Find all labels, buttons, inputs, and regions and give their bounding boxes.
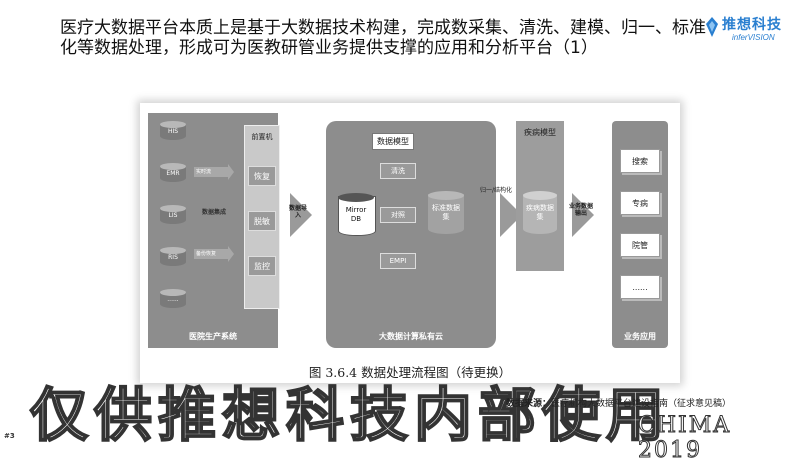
front-item-desensitize: 脱敏: [248, 211, 276, 231]
figure-caption: 图 3.6.4 数据处理流程图（待更换）: [308, 365, 512, 380]
logo-mark-icon: [706, 17, 718, 37]
import-arrow-label: 数据导入: [288, 205, 307, 219]
infervision-logo: 推想科技 inferVISION: [704, 14, 788, 48]
step-cleaning: 清洗: [380, 163, 416, 179]
model-title: 数据模型: [372, 133, 414, 150]
front-machine-label: 前置机: [251, 133, 273, 141]
db-his: HIS: [160, 121, 186, 141]
watermark: 仅供推想科技内部使用: [29, 380, 671, 450]
standard-dataset-label: 标准数据集: [432, 204, 460, 221]
db-label: ......: [167, 296, 179, 303]
arrow-backup-label: 备份恢复: [196, 251, 217, 257]
arrow-integration-label: 数据集成: [202, 209, 227, 216]
db-lis: LIS: [160, 205, 186, 225]
cloud-label: 大数据计算私有云: [379, 332, 443, 341]
front-item-monitor: 监控: [248, 256, 276, 276]
db-label: EMR: [166, 170, 180, 177]
app-management: 院管: [620, 233, 660, 257]
arrow-backup: 备份恢复: [194, 246, 234, 262]
source-label: 数据来源：: [506, 399, 552, 409]
normalize-arrow-label: 归一/结构化: [479, 187, 513, 194]
logo-subtext: inferVISION: [732, 33, 775, 42]
standard-dataset: 标准数据集: [428, 191, 464, 235]
disease-dataset-label: 疾病数据集: [526, 204, 554, 221]
step-empi: EMPI: [380, 253, 416, 269]
arrow-realtime-label: 实时流: [196, 169, 212, 175]
db-ris: RIS: [160, 247, 186, 267]
db-more: ......: [160, 289, 186, 309]
import-arrow: [290, 193, 312, 237]
source-note: 数据来源：医疗机构大数据平台建设指南（征求意见稿）: [506, 396, 731, 409]
hospital-system-label: 医院生产系统: [189, 332, 237, 341]
step-mapping: 对照: [380, 207, 416, 223]
app-disease: 专病: [620, 191, 660, 215]
conference-mark: CHIMA 2019: [638, 413, 732, 463]
db-label: RIS: [168, 254, 178, 261]
db-label: HIS: [167, 128, 179, 135]
app-search: 搜索: [620, 149, 660, 173]
mirror-db: Mirror DB: [338, 193, 376, 236]
db-emr: EMR: [160, 163, 186, 183]
flow-figure: 医院生产系统 HIS EMR LIS RIS ...... 实时流 数据集成 备…: [140, 103, 680, 383]
export-arrow-label: 业务数据输出: [568, 203, 593, 217]
mirror-db-label: Mirror DB: [345, 206, 367, 223]
logo-text: 推想科技: [722, 17, 782, 33]
front-machine: 前置机 恢复 脱敏 监控: [244, 125, 280, 309]
disease-dataset: 疾病数据集: [523, 191, 557, 235]
apps-label: 业务应用: [624, 332, 656, 341]
db-label: LIS: [168, 212, 178, 219]
page-number: #3: [4, 432, 15, 440]
arrow-realtime: 实时流: [194, 164, 234, 180]
disease-model-title: 疾病模型: [524, 128, 556, 137]
front-item-recover: 恢复: [248, 166, 276, 186]
export-arrow: [572, 193, 594, 237]
app-more: ......: [620, 275, 660, 299]
slide-title: 医疗大数据平台本质上是基于大数据技术构建，完成数采集、清洗、建模、归一、标准化等…: [60, 18, 706, 58]
source-text: 医疗机构大数据平台建设指南（征求意见稿）: [551, 399, 732, 409]
